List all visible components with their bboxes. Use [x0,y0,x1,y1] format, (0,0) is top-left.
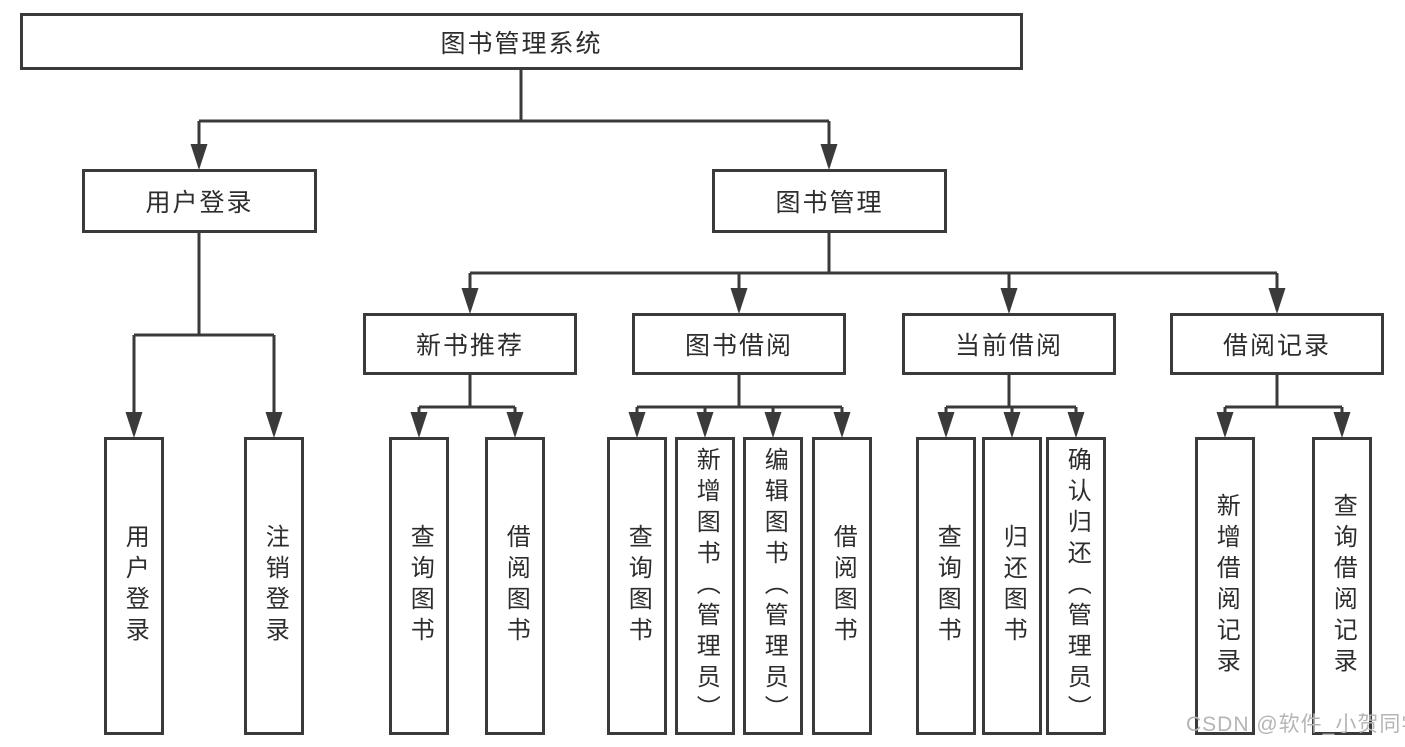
leaf-add-books-admin: 新增图书（管理员） [675,437,735,735]
leaf-query-books-current: 查询图书 [916,437,976,735]
leaf-add-borrow-record: 新增借阅记录 [1195,437,1255,735]
leaf-user-login: 用户登录 [104,437,164,735]
leaf-borrow-books: 借阅图书 [812,437,872,735]
leaf-confirm-return-admin: 确认归还（管理员） [1046,437,1106,735]
leaf-borrow-books-recommend: 借阅图书 [485,437,545,735]
node-user-login: 用户登录 [82,169,317,233]
leaf-query-borrow-record: 查询借阅记录 [1312,437,1372,735]
leaf-query-books-borrow: 查询图书 [607,437,667,735]
node-root: 图书管理系统 [20,13,1023,70]
watermark: CSDN @软件_小贺同学 [1186,713,1405,736]
node-book-management: 图书管理 [712,169,947,233]
arrowheads [125,144,1351,438]
node-new-book-recommend: 新书推荐 [363,313,577,375]
node-current-borrow: 当前借阅 [902,313,1116,375]
leaf-return-books: 归还图书 [982,437,1042,735]
connector-paths [132,69,1344,434]
leaf-edit-books-admin: 编辑图书（管理员） [743,437,803,735]
leaf-logout-login: 注销登录 [244,437,304,735]
node-book-borrow: 图书借阅 [632,313,846,375]
leaf-query-books-recommend: 查询图书 [389,437,449,735]
node-borrow-records: 借阅记录 [1170,313,1384,375]
